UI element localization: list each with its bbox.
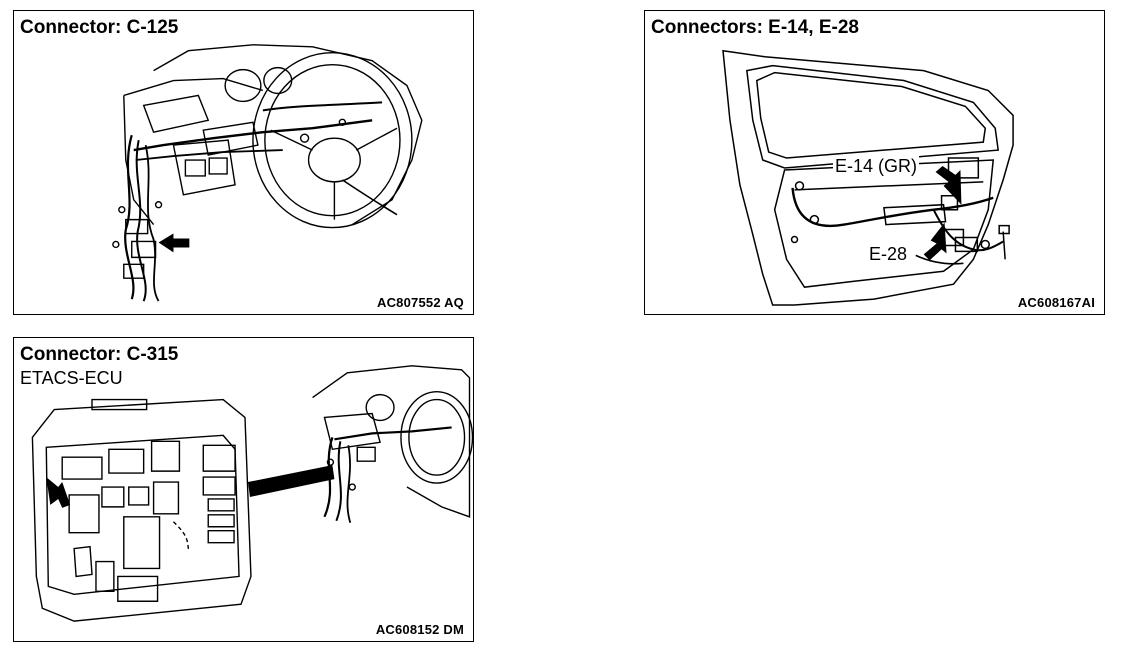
pointer-arrow	[46, 477, 71, 508]
panel-connector-c125: Connector: C-125 AC807552 AQ	[13, 10, 474, 315]
panel-connector-c315: Connector: C-315 ETACS-ECU AC608152 DM	[13, 337, 474, 642]
panel-connectors-e14-e28: Connectors: E-14, E-28 E-14 (GR) E-28 AC…	[644, 10, 1105, 315]
pointer-arrow-e28	[923, 222, 947, 261]
callout-e28: E-28	[867, 244, 910, 265]
dashboard-harness-illustration	[14, 11, 473, 314]
door-harness-illustration	[645, 11, 1104, 314]
panel-title: Connector: C-315	[20, 344, 179, 365]
panel-title: Connectors: E-14, E-28	[651, 17, 859, 38]
callout-e14: E-14 (GR)	[833, 156, 920, 177]
panel-subtitle: ETACS-ECU	[20, 368, 123, 388]
pointer-arrow	[158, 233, 190, 253]
figure-code: AC608167AI	[1017, 295, 1095, 310]
panel-title: Connector: C-125	[20, 17, 179, 38]
etacs-ecu-illustration	[14, 338, 473, 641]
leader-wedge	[247, 465, 335, 497]
pointer-arrow-e14	[935, 165, 962, 205]
figure-code: AC608152 DM	[375, 622, 464, 637]
figure-code: AC807552 AQ	[377, 295, 464, 310]
